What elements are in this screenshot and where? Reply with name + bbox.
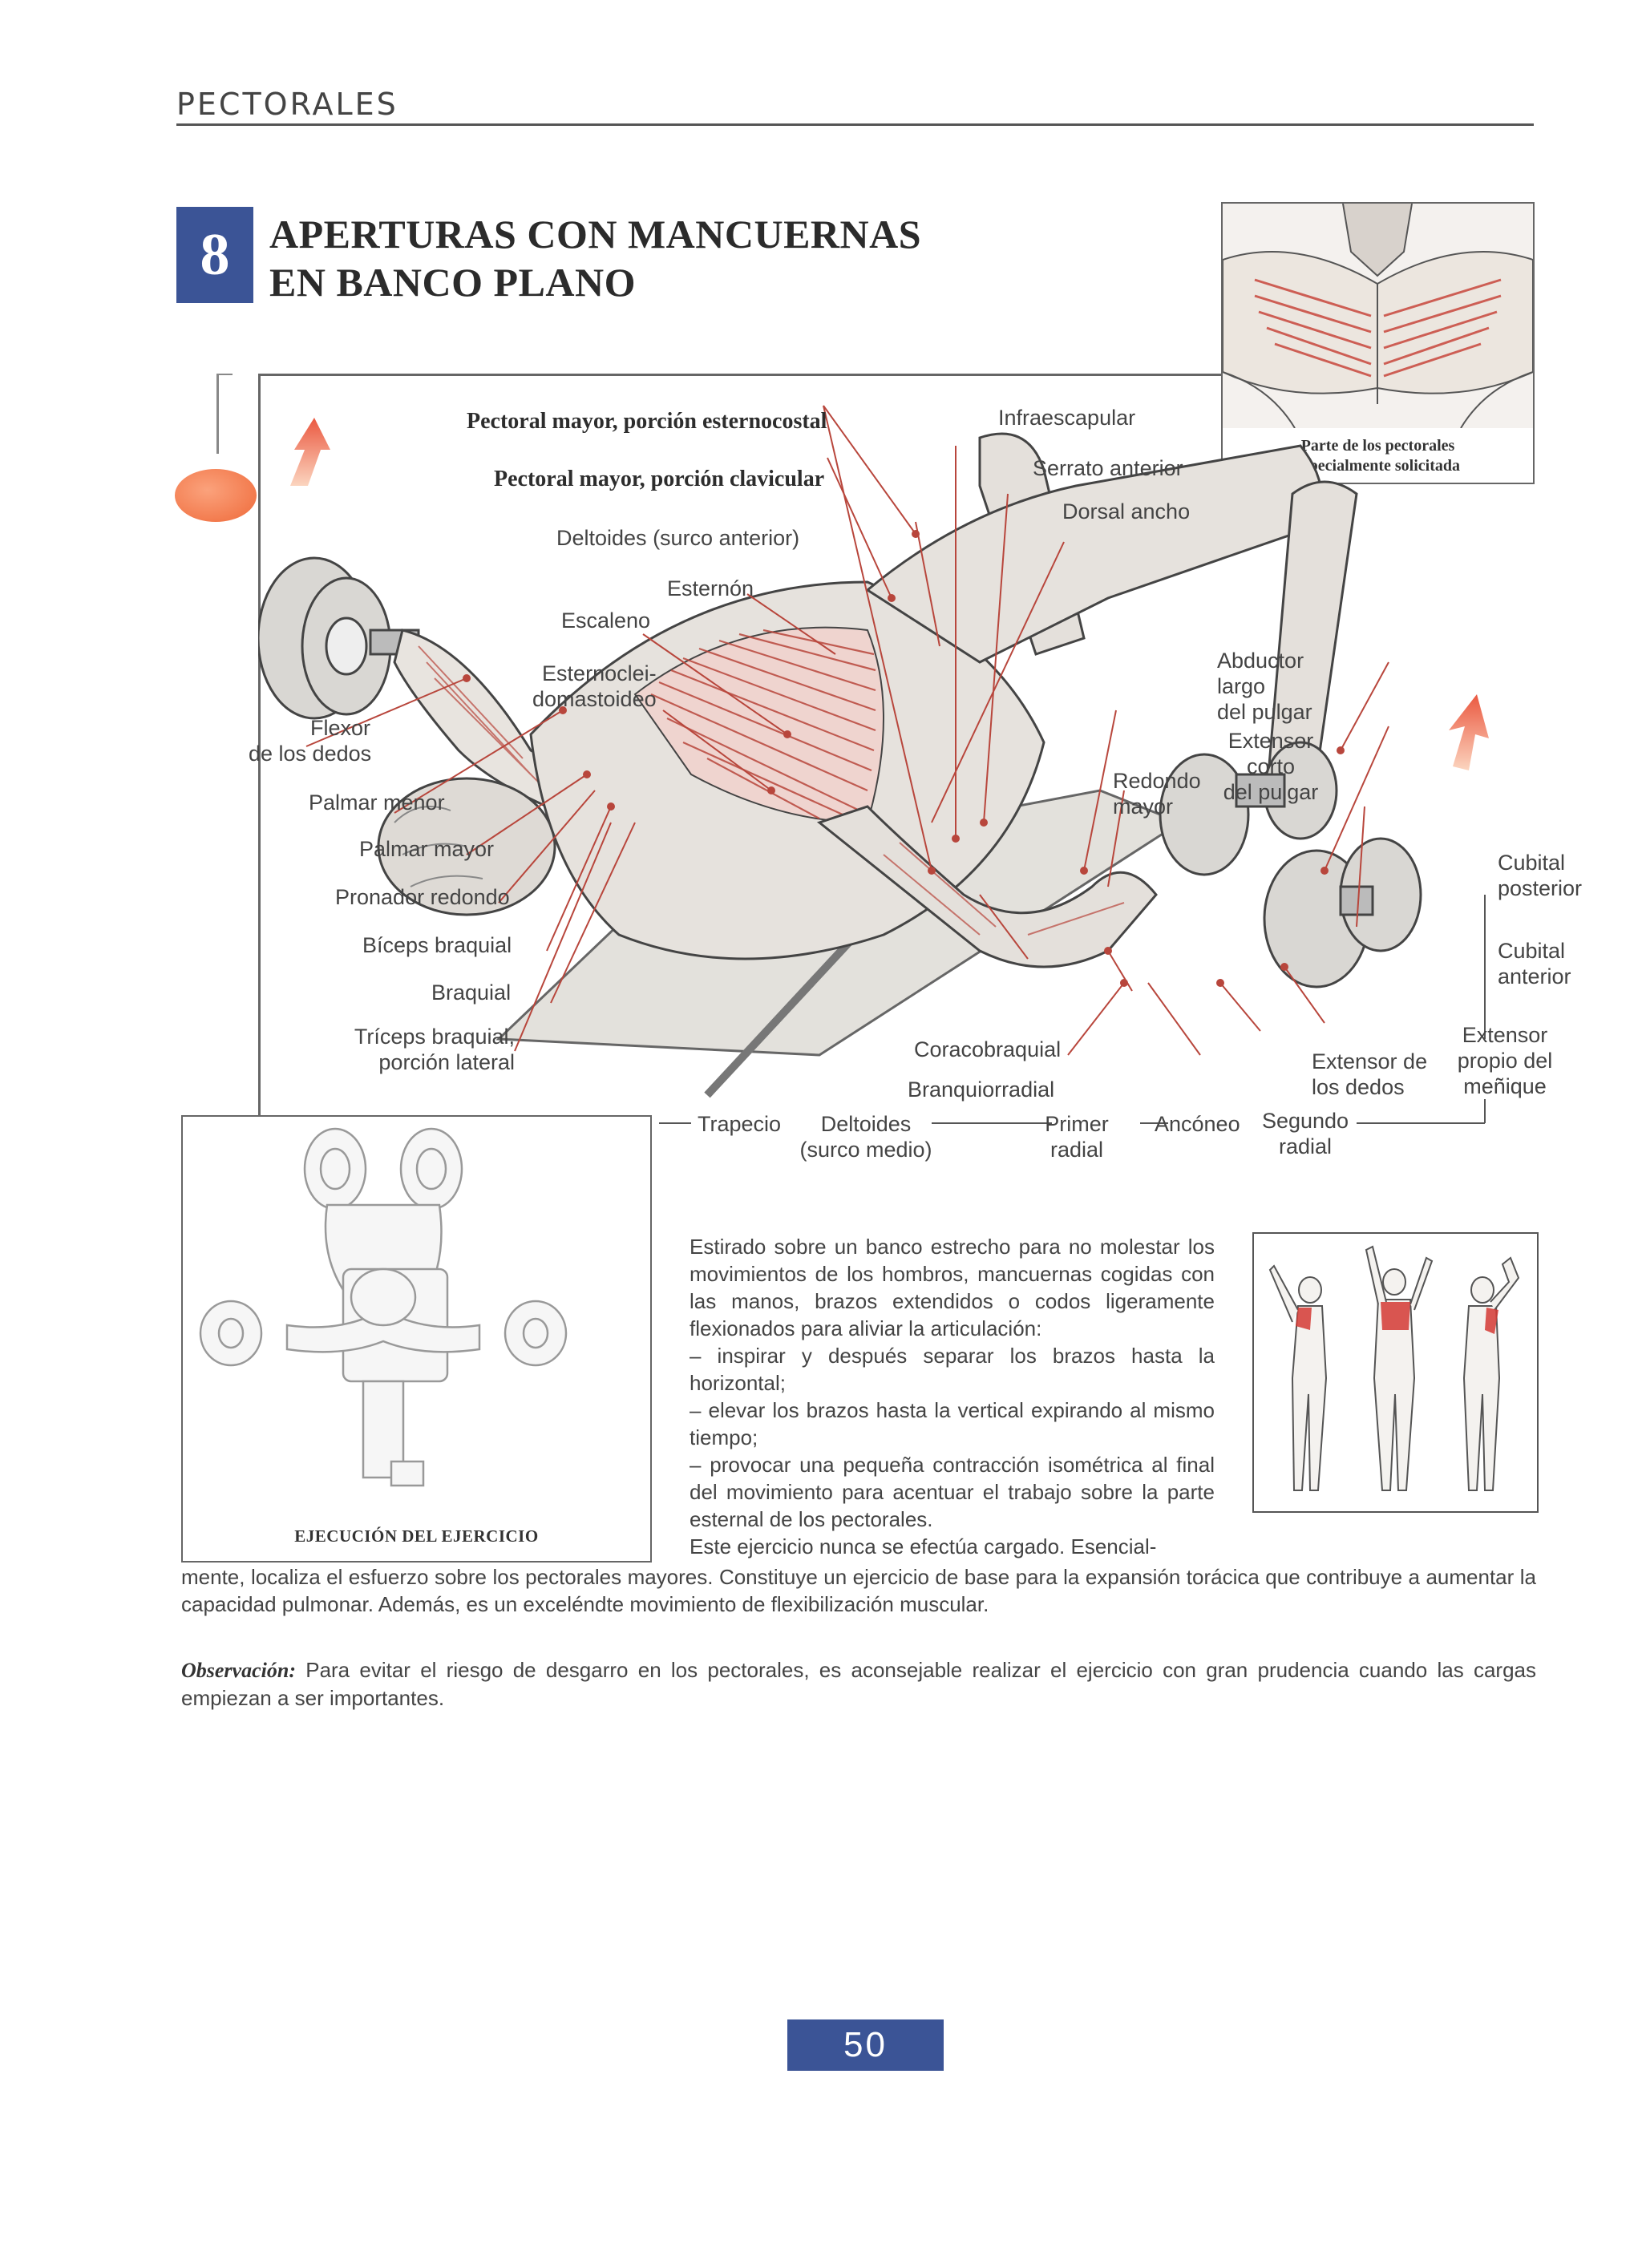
- label-deltoides-medio-line1: Deltoides: [820, 1112, 912, 1136]
- label-dorsal-ancho: Dorsal ancho: [1062, 499, 1191, 524]
- label-flexor-line1: Flexor: [309, 716, 370, 740]
- label-extensor-corto-line2: corto: [1246, 754, 1296, 778]
- label-esternon: Esternón: [667, 576, 754, 600]
- inset-caption-line1: Parte de los pectorales: [1300, 437, 1455, 455]
- label-segundo-radial-line2: radial: [1278, 1134, 1333, 1158]
- label-deltoides-anterior: Deltoides (surco anterior): [556, 526, 800, 550]
- label-anconeo: Ancóneo: [1155, 1112, 1240, 1136]
- label-deltoides-medio-line2: (surco medio): [799, 1138, 932, 1162]
- chest-muscles-illustration: [1223, 204, 1533, 428]
- chest-inset: Parte de los pectorales especialmente so…: [1221, 202, 1535, 484]
- muscle-figures-box: [1252, 1232, 1539, 1513]
- label-cubital-post-line1: Cubital: [1498, 851, 1566, 875]
- anatomy-illustration: [258, 405, 1489, 1124]
- label-redondo-mayor: Redondo mayor: [1113, 768, 1201, 819]
- figure-frame: [258, 374, 1222, 1115]
- label-flexor-line2: de los dedos: [249, 742, 372, 766]
- label-pronador-redondo: Pronador redondo: [335, 885, 510, 909]
- section-header: PECTORALES: [176, 87, 398, 122]
- label-triceps-line2: porción lateral: [378, 1050, 515, 1074]
- label-redondo-line2: mayor: [1113, 794, 1174, 819]
- label-pectoral-clavicular: Pectoral mayor, porción clavicular: [494, 467, 825, 491]
- label-extensor-corto: Extensor corto del pulgar: [1219, 728, 1323, 805]
- label-escaleno: Escaleno: [561, 608, 651, 633]
- execution-caption: EJECUCIÓN DEL EJERCICIO: [294, 1526, 539, 1546]
- instructions-step-1: – inspirar y después separar los brazos …: [690, 1344, 1215, 1395]
- label-triceps-line1: Tríceps braquial,: [354, 1025, 515, 1049]
- label-cubital-posterior: Cubital posterior: [1498, 850, 1582, 901]
- label-cubital-ant-line2: anterior: [1498, 964, 1571, 988]
- label-cubital-ant-line1: Cubital: [1498, 939, 1566, 963]
- label-extensor-propio-menique: Extensor propio del meñique: [1453, 1022, 1557, 1099]
- section-rule: [176, 123, 1534, 126]
- label-extensor-propio-line3: meñique: [1463, 1074, 1547, 1098]
- label-esternocleido-line2: domastoideo: [532, 687, 657, 711]
- label-primer-radial-line2: radial: [1050, 1138, 1104, 1162]
- exercise-title: APERTURAS CON MANCUERNAS EN BANCO PLANO: [269, 210, 921, 306]
- label-pectoral-esternocostal: Pectoral mayor, porción esternocostal: [467, 409, 827, 434]
- note-paragraph: mente, localiza el esfuerzo sobre los pe…: [181, 1565, 1536, 1616]
- label-braquial: Braquial: [431, 980, 512, 1005]
- label-redondo-line1: Redondo: [1113, 769, 1201, 793]
- label-cubital-post-line2: posterior: [1498, 876, 1583, 900]
- label-abductor-line3: del pulgar: [1217, 700, 1312, 724]
- label-deltoides-medio: Deltoides (surco medio): [798, 1111, 934, 1162]
- label-triceps-braquial: Tríceps braquial, porción lateral: [351, 1024, 515, 1075]
- label-extensor-corto-line1: Extensor: [1227, 729, 1314, 753]
- label-cubital-anterior: Cubital anterior: [1498, 938, 1571, 989]
- label-trapecio: Trapecio: [698, 1112, 782, 1136]
- label-segundo-radial-line1: Segundo: [1261, 1109, 1349, 1133]
- inset-caption-line2: especialmente solicitada: [1296, 457, 1460, 475]
- label-serrato-anterior: Serrato anterior: [1033, 456, 1183, 480]
- observation-paragraph: Observación: Para evitar el riesgo de de…: [181, 1656, 1536, 1712]
- label-abductor-line1: Abductor: [1217, 649, 1304, 673]
- observation-label: Observación:: [181, 1659, 296, 1682]
- up-arrow-right-icon: [1449, 694, 1489, 770]
- instructions-column: Estirado sobre un banco estrecho para no…: [690, 1233, 1215, 1560]
- exercise-title-line1: APERTURAS CON MANCUERNAS: [269, 212, 922, 257]
- label-primer-radial-line1: Primer: [1045, 1112, 1109, 1136]
- label-segundo-radial: Segundo radial: [1257, 1108, 1353, 1159]
- label-extensor-corto-line3: del pulgar: [1223, 780, 1319, 804]
- label-esternocleidomastoideo: Esternoclei- domastoideo: [532, 661, 657, 712]
- page-number: 50: [787, 2019, 944, 2071]
- instructions-step-3: – provocar una pequeña contracción isomé…: [690, 1453, 1215, 1531]
- label-extensor-propio-line2: propio del: [1457, 1049, 1553, 1073]
- label-coracobraquial: Coracobraquial: [914, 1037, 1062, 1061]
- instructions-step-2: – elevar los brazos hasta la vertical ex…: [690, 1398, 1215, 1449]
- label-infraescapular: Infraescapular: [998, 406, 1136, 430]
- label-branquiorradial: Branquiorradial: [908, 1077, 1055, 1102]
- execution-box: EJECUCIÓN DEL EJERCICIO: [181, 1115, 652, 1563]
- label-extensor-dedos-line1: Extensor de: [1312, 1049, 1428, 1073]
- left-bracket: [216, 374, 233, 454]
- muscle-figures-illustration: [1268, 1245, 1520, 1491]
- label-abductor-largo: Abductor largo del pulgar: [1217, 648, 1312, 725]
- inset-caption: Parte de los pectorales especialmente so…: [1223, 436, 1533, 476]
- label-palmar-mayor: Palmar mayor: [359, 837, 495, 861]
- label-esternocleido-line1: Esternoclei-: [542, 661, 657, 685]
- orange-marker: [175, 469, 257, 522]
- label-flexor-dedos: Flexor de los dedos: [249, 715, 372, 766]
- label-biceps-braquial: Bíceps braquial: [362, 933, 512, 957]
- label-primer-radial: Primer radial: [1041, 1111, 1113, 1162]
- exercise-title-line2: EN BANCO PLANO: [269, 260, 637, 305]
- instructions-intro: Estirado sobre un banco estrecho para no…: [690, 1235, 1215, 1340]
- up-arrow-left-icon: [290, 418, 330, 486]
- label-extensor-dedos: Extensor de los dedos: [1312, 1049, 1427, 1100]
- instructions-note-start: Este ejercicio nunca se efectúa cargado.…: [690, 1534, 1157, 1558]
- exercise-number-badge: 8: [176, 207, 253, 303]
- label-extensor-propio-line1: Extensor: [1462, 1023, 1548, 1047]
- observation-text: Para evitar el riesgo de desgarro en los…: [181, 1658, 1536, 1710]
- execution-illustration: [199, 1127, 568, 1487]
- label-palmar-menor: Palmar menor: [309, 790, 445, 815]
- label-extensor-dedos-line2: los dedos: [1312, 1075, 1405, 1099]
- label-abductor-line2: largo: [1217, 674, 1266, 698]
